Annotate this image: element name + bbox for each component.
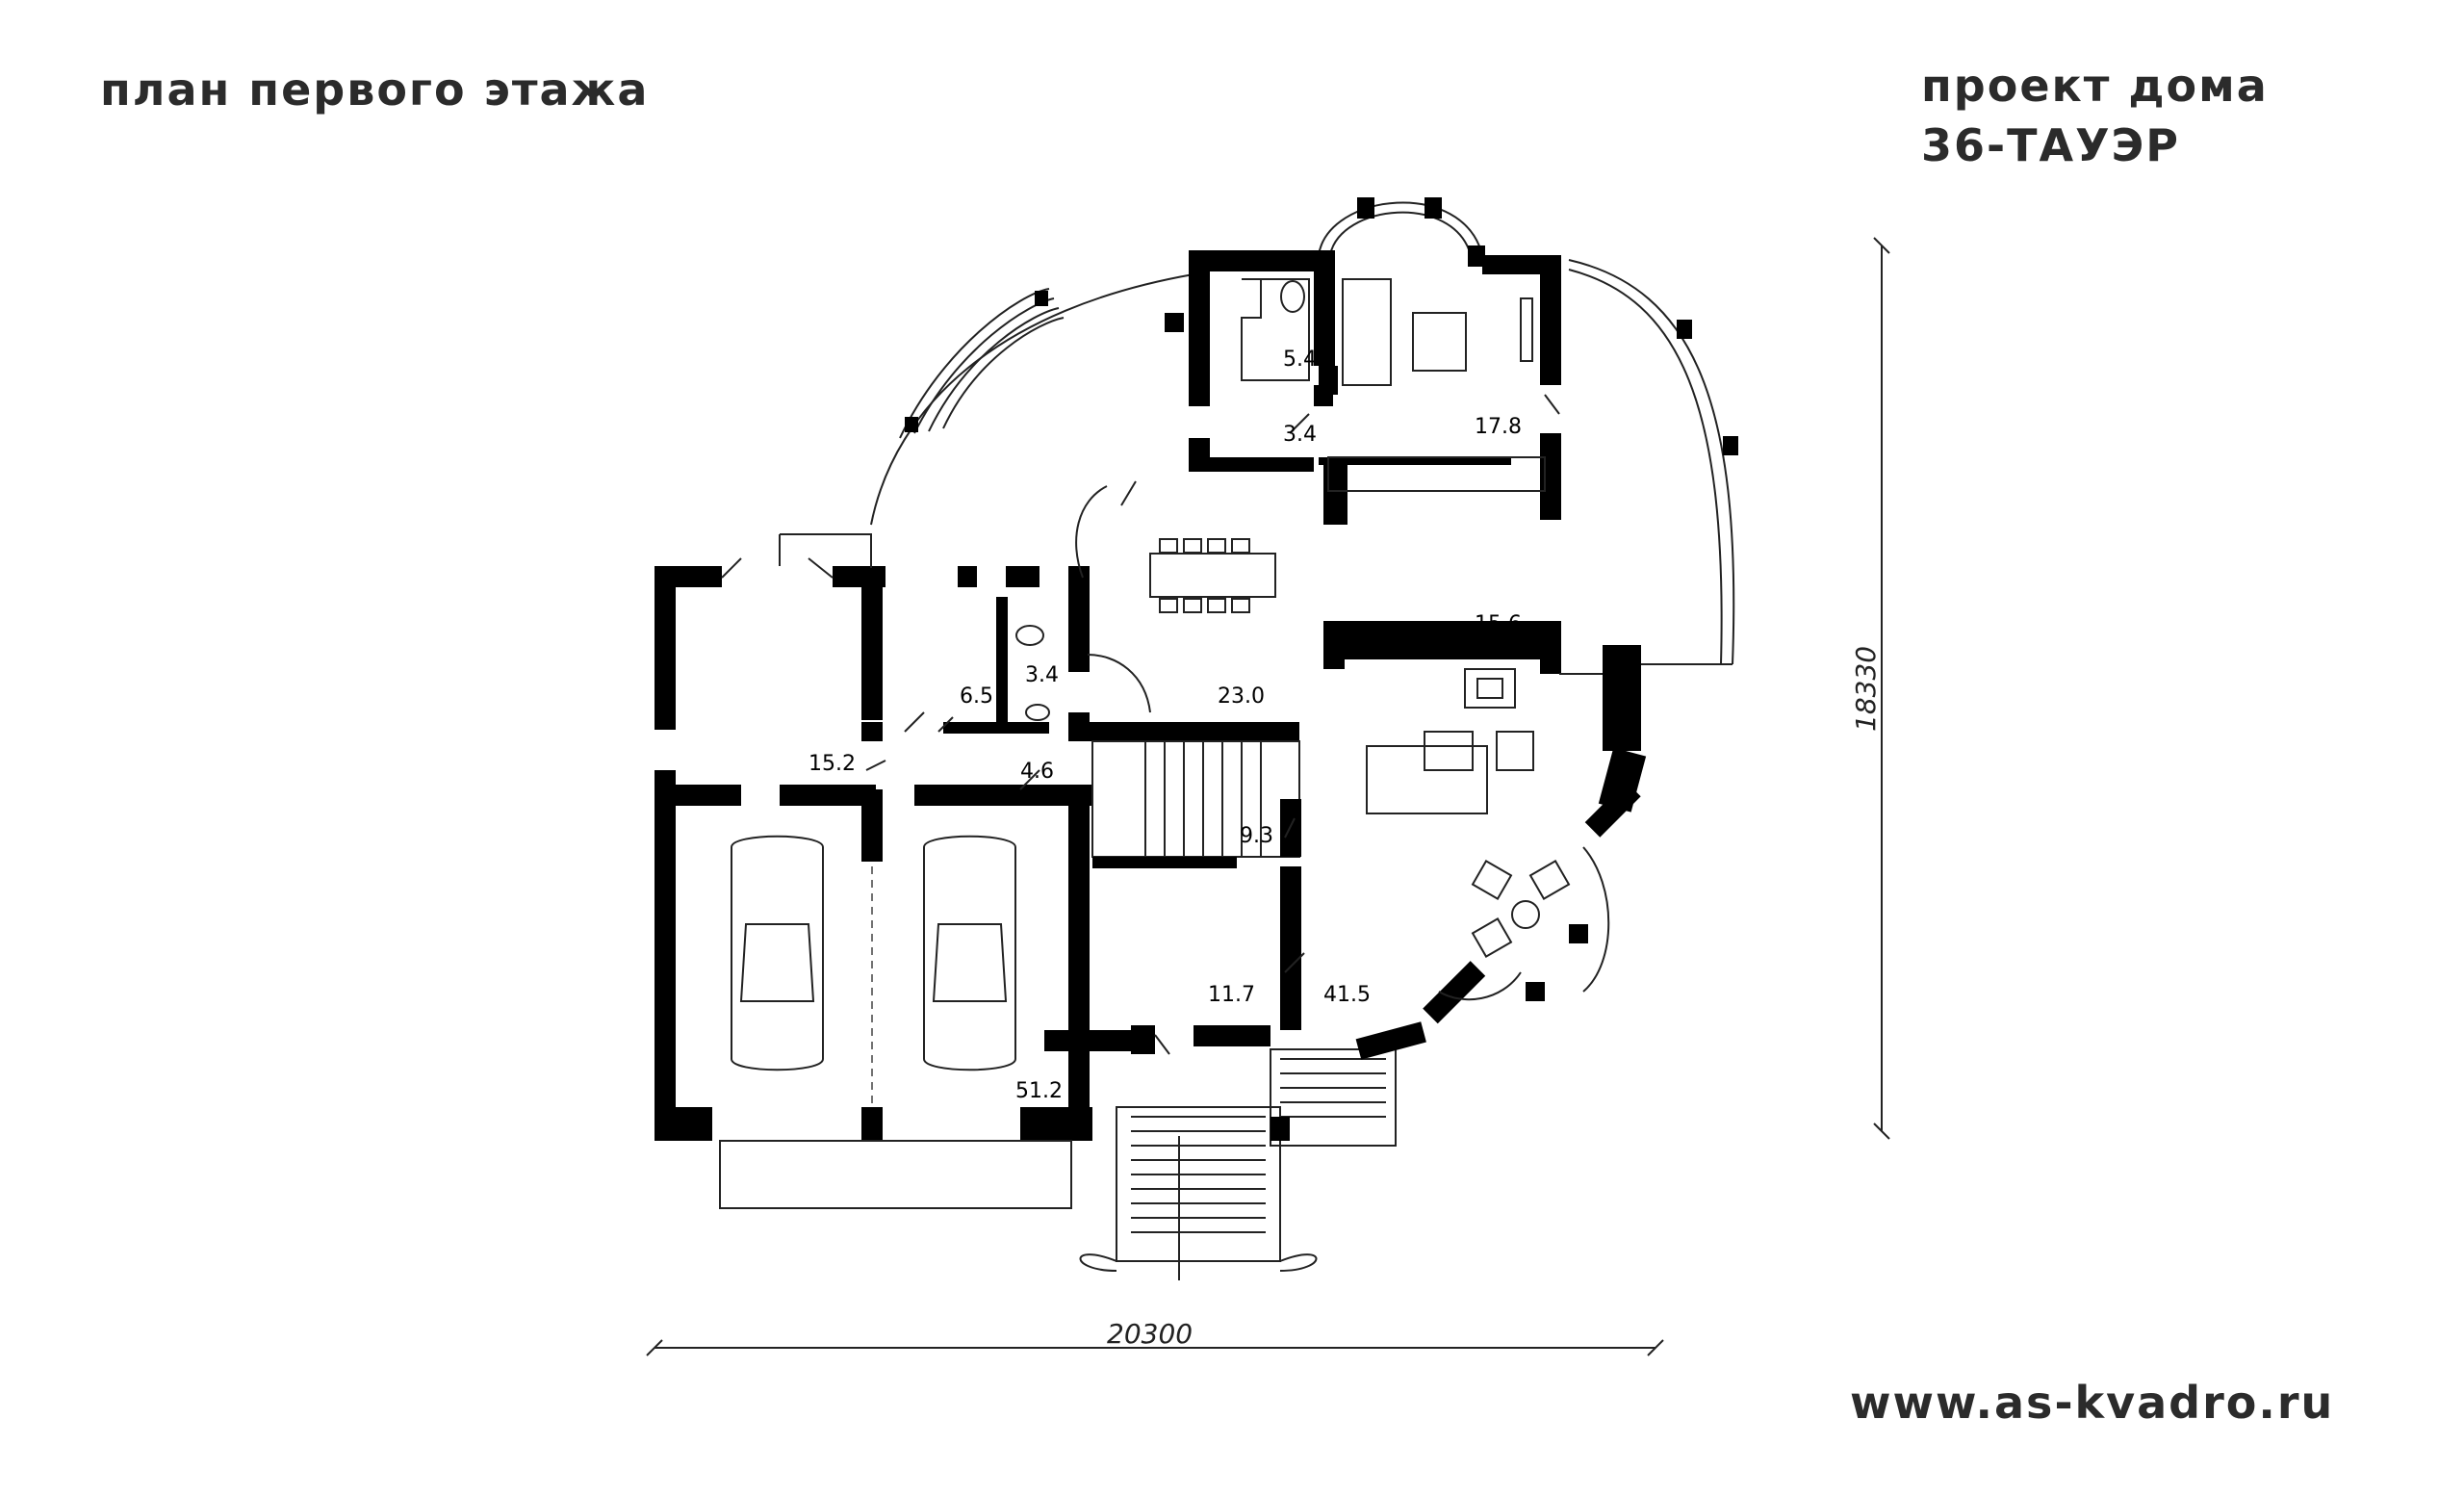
wc-fixtures — [1241, 278, 1546, 492]
room-wc-upper-area: 5.4 — [1283, 348, 1317, 372]
room-dining-area: 23.0 — [1218, 684, 1265, 709]
armchairs-icon — [1471, 860, 1571, 958]
room-garage-area: 51.2 — [1015, 1079, 1063, 1103]
room-living-area: 41.5 — [1323, 983, 1371, 1007]
entrance-stairs — [1079, 1048, 1397, 1280]
plan-title: план первого этажа — [100, 64, 650, 116]
room-kitchen-area: 15.6 — [1475, 612, 1522, 636]
project-code: 36-ТАУЭР — [1921, 119, 2181, 171]
terrace-arc — [870, 273, 1194, 526]
room-bedroom-area: 17.8 — [1475, 415, 1522, 439]
project-label: проект дома — [1921, 60, 2269, 112]
dimension-depth-label: 18330 — [1850, 646, 1882, 732]
room-storage-area: 6.5 — [960, 684, 993, 709]
fireplace-icon — [1464, 668, 1516, 709]
room-corridor-area: 4.6 — [1020, 760, 1054, 784]
room-bathroom-area: 3.4 — [1025, 663, 1059, 687]
room-hall-upper-area: 3.4 — [1283, 423, 1317, 447]
upper-block-walls — [1165, 250, 1561, 674]
dimension-width — [646, 1339, 1664, 1356]
room-boiler-area: 15.2 — [808, 752, 856, 776]
room-vestibule-area: 11.7 — [1208, 983, 1255, 1007]
website-url: www.as-kvadro.ru — [1850, 1377, 2335, 1429]
garage-walls — [654, 804, 1270, 1209]
north-bay — [1318, 197, 1485, 267]
dimension-width-label: 20300 — [1107, 1318, 1193, 1350]
dimension-depth — [1873, 237, 1890, 1140]
room-stair-hall-area: 9.3 — [1240, 824, 1273, 848]
sink-icon — [1025, 704, 1050, 721]
east-bay-arc — [1568, 259, 1738, 665]
interior-stairs — [1091, 740, 1301, 1030]
car-icon-left — [731, 835, 824, 1071]
sofa-icon — [1366, 731, 1534, 814]
car-icon-right — [923, 835, 1016, 1071]
door-swings — [721, 394, 1560, 1055]
main-hall-walls — [1075, 485, 1647, 1060]
west-block-walls — [654, 533, 1299, 828]
dining-table-icon — [1149, 538, 1276, 613]
toilet-icon — [1015, 625, 1044, 646]
bath-door-arc — [1087, 654, 1151, 713]
